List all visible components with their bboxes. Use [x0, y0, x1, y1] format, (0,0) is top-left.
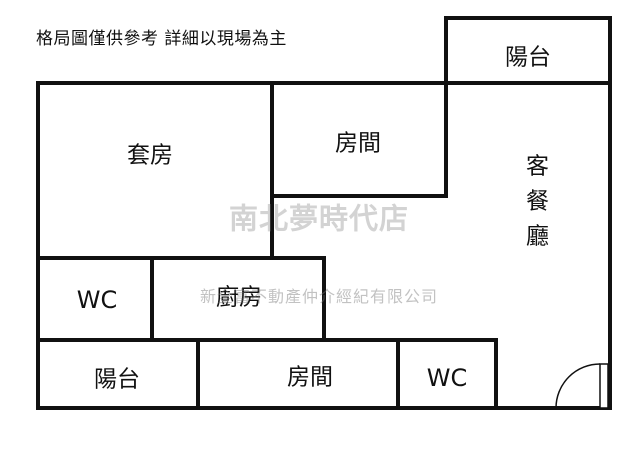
entrance-door-icon — [555, 363, 609, 409]
room-label-wc-left: WC — [76, 286, 118, 314]
watermark-agency: 新全富不動產仲介經紀有限公司 — [199, 287, 439, 306]
wall-room-upper — [270, 81, 448, 198]
room-label-suite: 套房 — [127, 142, 173, 169]
room-label-balcony-bottom: 陽台 — [94, 366, 140, 393]
room-label-wc-right: WC — [426, 364, 468, 392]
wall-wc-kitchen — [36, 256, 326, 342]
disclaimer-note: 格局圖僅供參考 詳細以現場為主 — [36, 29, 287, 49]
wall-bottom-row — [36, 338, 498, 410]
room-label-room-upper: 房間 — [335, 130, 381, 157]
room-label-balcony-top: 陽台 — [505, 44, 551, 71]
room-label-room-lower: 房間 — [287, 364, 333, 391]
watermark-company: 南北夢時代店 — [228, 201, 410, 236]
room-label-living-dining: 客餐廳 — [521, 153, 548, 259]
room-label-kitchen: 廚房 — [216, 284, 262, 311]
